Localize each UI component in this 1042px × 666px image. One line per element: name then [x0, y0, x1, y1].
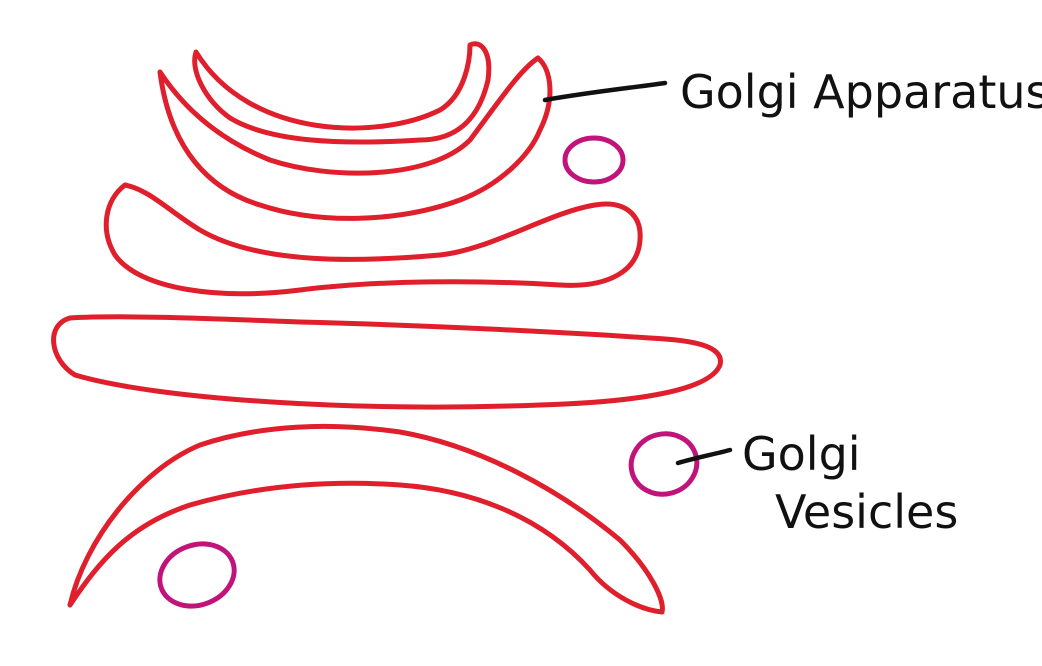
vesicle-right — [628, 431, 700, 497]
label-golgi-vesicles-line1: Golgi — [742, 427, 861, 481]
label-golgi-apparatus: Golgi Apparatus — [680, 65, 1042, 119]
leader-line-golgi-apparatus — [542, 80, 668, 103]
cisterna-bottom — [67, 423, 665, 615]
cisterna-third — [103, 182, 643, 297]
vesicle-bottom-left — [157, 541, 237, 609]
cisterna-fourth — [51, 314, 723, 410]
cisterna-second — [157, 55, 553, 221]
cisterna-top — [192, 41, 492, 145]
leader-line-golgi-vesicles — [675, 447, 733, 466]
label-golgi-vesicles-line2: Vesicles — [775, 485, 958, 539]
vesicle-top — [562, 135, 626, 185]
